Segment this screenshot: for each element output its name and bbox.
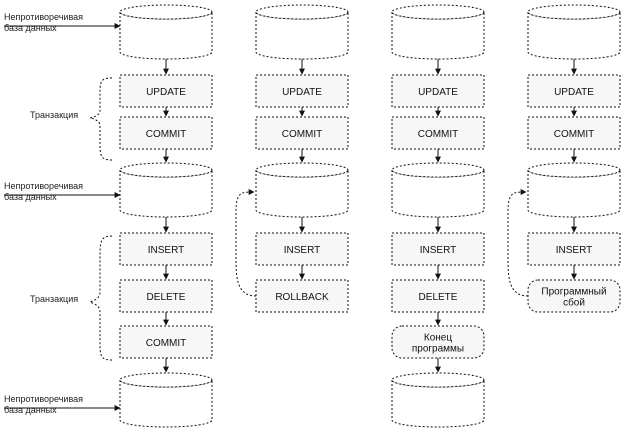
- op-update: UPDATE: [255, 74, 349, 108]
- db-final: [391, 372, 485, 428]
- op-insert-label: INSERT: [420, 245, 457, 256]
- op-delete-label: DELETE: [419, 292, 458, 303]
- db-initial: [119, 4, 213, 60]
- op-update-label: UPDATE: [554, 87, 594, 98]
- svg-text:база данных: база данных: [4, 192, 57, 202]
- svg-text:Транзакция: Транзакция: [30, 294, 78, 304]
- op-commit-label: COMMIT: [554, 129, 595, 140]
- label-inconsistent-db: Непротиворечивая база данных: [4, 394, 83, 415]
- end-event-label: Программный: [541, 287, 606, 298]
- db-after-commit: [119, 162, 213, 218]
- db-initial: [255, 4, 349, 60]
- op-commit-label: COMMIT: [418, 129, 459, 140]
- op-commit-label: COMMIT: [146, 129, 187, 140]
- label-transaction-2: Транзакция: [30, 294, 78, 304]
- db-after-commit: [391, 162, 485, 218]
- op-commit: COMMIT: [119, 325, 213, 359]
- op-commit-label: COMMIT: [146, 338, 187, 349]
- op-update: UPDATE: [119, 74, 213, 108]
- op-delete: DELETE: [119, 279, 213, 313]
- op-insert-label: INSERT: [556, 245, 593, 256]
- end-event-label: программы: [412, 344, 464, 355]
- svg-text:Непротиворечивая: Непротиворечивая: [4, 394, 83, 404]
- brace-transaction-2: [88, 235, 113, 361]
- op-insert-label: INSERT: [148, 245, 185, 256]
- op-commit-label: COMMIT: [282, 129, 323, 140]
- brace-transaction-1: [89, 77, 113, 161]
- label-consistent-db-1: Непротиворечивая база данных: [4, 12, 83, 33]
- op-rollback: ROLLBACK: [255, 279, 349, 313]
- op-insert: INSERT: [391, 232, 485, 266]
- op-commit: COMMIT: [391, 116, 485, 150]
- svg-text:Непротиворечивая: Непротиворечивая: [4, 12, 83, 22]
- op-update: UPDATE: [527, 74, 621, 108]
- column-1: UPDATE COMMIT INSERT DELETE COMMIT: [119, 4, 213, 428]
- op-insert: INSERT: [255, 232, 349, 266]
- op-commit: COMMIT: [119, 116, 213, 150]
- label-transaction-1: Транзакция: [30, 110, 78, 120]
- op-insert: INSERT: [119, 232, 213, 266]
- svg-text:Транзакция: Транзакция: [30, 110, 78, 120]
- svg-text:Непротиворечивая: Непротиворечивая: [4, 181, 83, 191]
- db-initial: [527, 4, 621, 60]
- restore-arrow: [507, 189, 529, 297]
- db-final: [119, 372, 213, 428]
- svg-text:база данных: база данных: [4, 405, 57, 415]
- op-delete: DELETE: [391, 279, 485, 313]
- db-after-commit: [255, 162, 349, 218]
- op-insert-label: INSERT: [284, 245, 321, 256]
- op-update: UPDATE: [391, 74, 485, 108]
- column-2: UPDATE COMMIT INSERT ROLLBACK: [235, 4, 349, 313]
- op-rollback-label: ROLLBACK: [275, 292, 329, 303]
- db-after-commit: [527, 162, 621, 218]
- op-insert: INSERT: [527, 232, 621, 266]
- op-commit: COMMIT: [527, 116, 621, 150]
- restore-arrow: [235, 189, 257, 297]
- op-update-label: UPDATE: [282, 87, 322, 98]
- op-update-label: UPDATE: [418, 87, 458, 98]
- end-event-label: сбой: [563, 297, 585, 309]
- op-commit: COMMIT: [255, 116, 349, 150]
- db-initial: [391, 4, 485, 60]
- op-update-label: UPDATE: [146, 87, 186, 98]
- columns: UPDATE COMMIT INSERT DELETE COMMIT UPDATE COMM…: [119, 4, 621, 428]
- label-consistent-db-2: Непротиворечивая база данных: [4, 181, 83, 202]
- op-delete-label: DELETE: [147, 292, 186, 303]
- svg-text:база данных: база данных: [4, 23, 57, 33]
- end-event-label: Конец: [424, 333, 452, 344]
